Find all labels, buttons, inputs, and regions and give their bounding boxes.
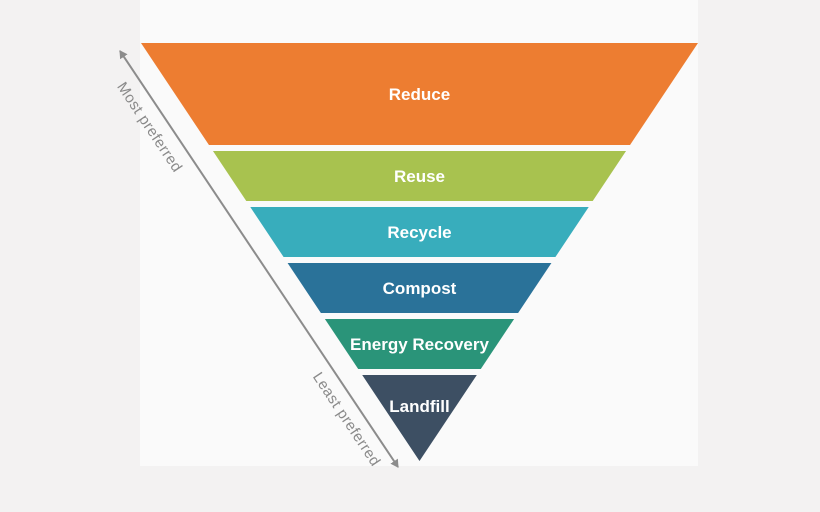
funnel-level-label-reuse: Reuse [394,167,445,186]
funnel-level-label-energy-recovery: Energy Recovery [350,335,489,354]
funnel-level-label-reduce: Reduce [389,85,450,104]
preference-axis-arrow [119,50,399,468]
funnel-level-label-recycle: Recycle [387,223,451,242]
funnel-level-label-compost: Compost [383,279,457,298]
funnel-level-label-landfill: Landfill [389,397,449,416]
